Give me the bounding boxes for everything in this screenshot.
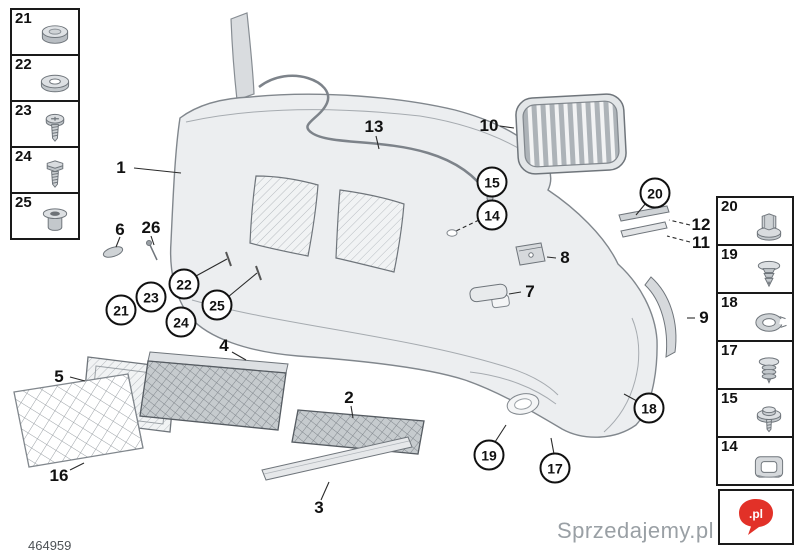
ring-clip-icon	[747, 305, 791, 340]
washer-icon	[33, 65, 77, 100]
torx-screw-icon	[33, 157, 77, 192]
part-box-number: 22	[15, 56, 32, 73]
kidney-grille-part-10	[515, 93, 627, 175]
part-box-20: 20	[718, 198, 792, 246]
trim-strip-part-12	[618, 205, 670, 222]
part-box-14: 14	[718, 438, 792, 484]
sleeve-grommet-icon	[33, 203, 77, 238]
bracket-part-8	[515, 242, 546, 266]
leader-lines	[69, 125, 695, 501]
watermark-text: Sprzedajemy.pl	[557, 518, 714, 543]
expansion-rivet-icon	[747, 257, 791, 292]
part-box-number: 15	[721, 390, 738, 407]
part-box-24: 24	[12, 148, 78, 194]
leader-lines-dashed	[455, 219, 691, 243]
part-box-number: 18	[721, 294, 738, 311]
right-hardware-panel: 20 19 18 17 15 14	[716, 196, 794, 486]
square-grommet-icon	[747, 449, 791, 484]
trim-strip-part-3	[261, 436, 413, 481]
hex-nut-icon	[747, 209, 791, 244]
mount-tabs	[225, 251, 262, 281]
part-box-18: 18	[718, 294, 792, 342]
part-box-number: 20	[721, 198, 738, 215]
document-number: 464959	[28, 538, 72, 553]
logo-text: .pl	[749, 507, 763, 521]
part-box-25: 25	[12, 194, 78, 238]
watermark-logo-box: .pl	[718, 489, 794, 545]
cover-part-7	[469, 283, 508, 303]
part-box-15: 15	[718, 390, 792, 438]
part-box-number: 14	[721, 438, 738, 455]
part-box-number: 25	[15, 194, 32, 211]
side-strip-part-9	[644, 276, 677, 358]
part-box-22: 22	[12, 56, 78, 102]
pin-part-26	[146, 240, 158, 261]
part-box-17: 17	[718, 342, 792, 390]
phillips-screw-icon	[33, 111, 77, 146]
bumper-top-edge-strip	[230, 12, 255, 101]
part-box-21: 21	[12, 10, 78, 56]
part-box-23: 23	[12, 102, 78, 148]
part-box-number: 21	[15, 10, 32, 27]
cap-plug-icon	[33, 19, 77, 54]
fog-lamp-opening	[506, 393, 540, 415]
sprzedajemy-logo-icon: .pl	[739, 499, 773, 535]
washer-screw-icon	[747, 401, 791, 436]
clip-part-6	[102, 246, 124, 258]
center-grille-part-4	[139, 351, 289, 431]
left-hardware-panel: 21 22 23 24 25	[10, 8, 80, 240]
part-box-19: 19	[718, 246, 792, 294]
part-box-number: 19	[721, 246, 738, 263]
bumper-cover-part-1	[169, 93, 658, 438]
part-box-number: 24	[15, 148, 32, 165]
sensor-hole	[446, 229, 458, 237]
push-rivet-icon	[747, 353, 791, 388]
trim-strip-part-11	[620, 221, 668, 238]
part-box-number: 17	[721, 342, 738, 359]
lattice-grille-part-16	[13, 373, 144, 468]
part-box-number: 23	[15, 102, 32, 119]
